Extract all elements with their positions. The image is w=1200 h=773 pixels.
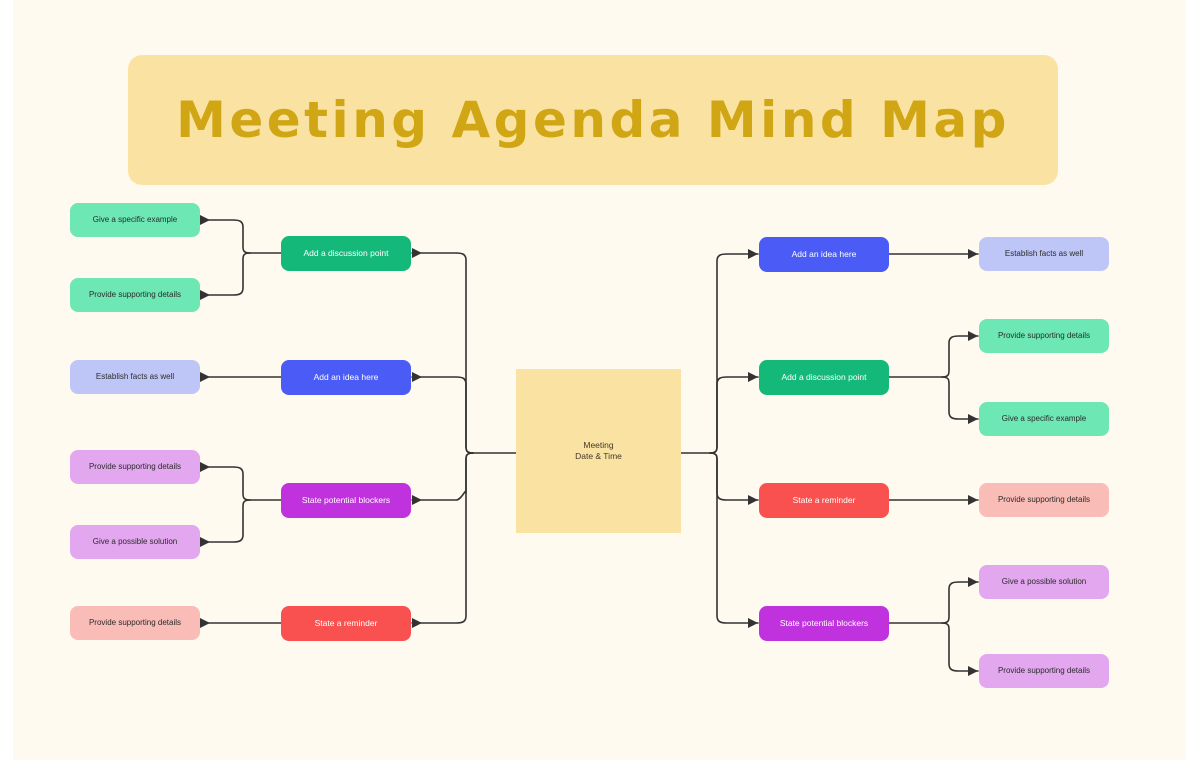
- right-leaf-provide-supporting-details-red[interactable]: Provide supporting details: [979, 483, 1109, 517]
- left-main-state-potential-blockers[interactable]: State potential blockers: [281, 483, 411, 518]
- node-label: Provide supporting details: [88, 290, 182, 299]
- node-label: Establish facts as well: [95, 372, 175, 381]
- node-label: Establish facts as well: [1004, 249, 1084, 258]
- node-label: Give a possible solution: [1001, 577, 1087, 586]
- wire-left-green-leaf-top: [199, 215, 251, 254]
- node-label: State a reminder: [792, 495, 856, 506]
- mind-map-canvas: Meeting Agenda Mind Map: [13, 0, 1186, 760]
- wire-right-trunk-green: [709, 372, 759, 454]
- right-leaf-give-specific-example[interactable]: Give a specific example: [979, 402, 1109, 436]
- right-leaf-provide-supporting-details-purple[interactable]: Provide supporting details: [979, 654, 1109, 688]
- node-label: Give a specific example: [92, 215, 178, 224]
- wire-left-trunk-blue: [411, 372, 474, 454]
- wire-left-green-leaf-bottom: [199, 252, 251, 300]
- left-main-add-an-idea[interactable]: Add an idea here: [281, 360, 411, 395]
- left-leaf-provide-supporting-details-purple[interactable]: Provide supporting details: [70, 450, 200, 484]
- center-node-label: Meeting Date & Time: [575, 440, 622, 461]
- right-main-discussion-point[interactable]: Add a discussion point: [759, 360, 889, 395]
- node-label: Add a discussion point: [781, 372, 867, 383]
- node-label: Add an idea here: [313, 372, 379, 383]
- page-title: Meeting Agenda Mind Map: [176, 91, 1010, 149]
- wire-right-trunk-purple: [709, 452, 759, 628]
- wire-left-trunk-red: [411, 452, 474, 628]
- mind-map-board: Meeting Agenda Mind Map: [13, 0, 1186, 760]
- center-node-meeting[interactable]: Meeting Date & Time: [516, 369, 681, 533]
- node-label: State a reminder: [314, 618, 378, 629]
- node-label: State potential blockers: [301, 495, 391, 506]
- node-label: Provide supporting details: [88, 462, 182, 471]
- wire-right-trunk-red: [709, 452, 759, 505]
- right-leaf-give-possible-solution[interactable]: Give a possible solution: [979, 565, 1109, 599]
- node-label: Add a discussion point: [303, 248, 389, 259]
- wire-left-trunk-purple: [411, 452, 474, 505]
- left-main-state-a-reminder[interactable]: State a reminder: [281, 606, 411, 641]
- left-leaf-establish-facts[interactable]: Establish facts as well: [70, 360, 200, 394]
- wire-left-purple-leaf-bottom: [199, 499, 251, 547]
- left-main-discussion-point[interactable]: Add a discussion point: [281, 236, 411, 271]
- left-leaf-provide-supporting-details-green[interactable]: Provide supporting details: [70, 278, 200, 312]
- node-label: Provide supporting details: [997, 331, 1091, 340]
- wire-right-trunk-blue: [709, 249, 759, 454]
- left-leaf-give-specific-example[interactable]: Give a specific example: [70, 203, 200, 237]
- wire-right-purple-leaf-bottom: [941, 622, 979, 676]
- wire-right-purple-leaf-top: [941, 577, 979, 624]
- right-main-add-an-idea[interactable]: Add an idea here: [759, 237, 889, 272]
- wire-right-green-leaf-top: [941, 331, 979, 378]
- wire-left-trunk-green: [411, 248, 474, 454]
- right-leaf-provide-supporting-details-green[interactable]: Provide supporting details: [979, 319, 1109, 353]
- node-label: State potential blockers: [779, 618, 869, 629]
- title-banner[interactable]: Meeting Agenda Mind Map: [128, 55, 1058, 185]
- wire-right-green-leaf-bottom: [941, 376, 979, 424]
- node-label: Give a possible solution: [92, 537, 178, 546]
- right-main-state-potential-blockers[interactable]: State potential blockers: [759, 606, 889, 641]
- right-leaf-establish-facts[interactable]: Establish facts as well: [979, 237, 1109, 271]
- node-label: Add an idea here: [791, 249, 857, 260]
- left-leaf-provide-supporting-details-red[interactable]: Provide supporting details: [70, 606, 200, 640]
- node-label: Provide supporting details: [997, 495, 1091, 504]
- right-main-state-a-reminder[interactable]: State a reminder: [759, 483, 889, 518]
- node-label: Provide supporting details: [88, 618, 182, 627]
- left-leaf-give-possible-solution[interactable]: Give a possible solution: [70, 525, 200, 559]
- node-label: Give a specific example: [1001, 414, 1087, 423]
- node-label: Provide supporting details: [997, 666, 1091, 675]
- wire-left-purple-leaf-top: [199, 462, 251, 501]
